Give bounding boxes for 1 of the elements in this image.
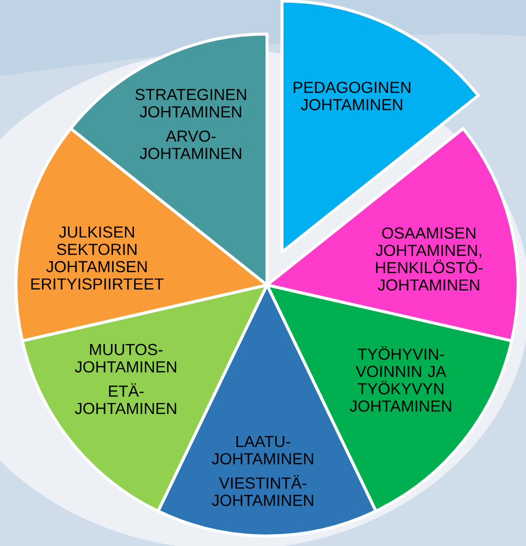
pie-slice: OSAAMISEN JOHTAMINEN, HENKILÖSTÖ- JOHTAMINEN [266,127,520,342]
